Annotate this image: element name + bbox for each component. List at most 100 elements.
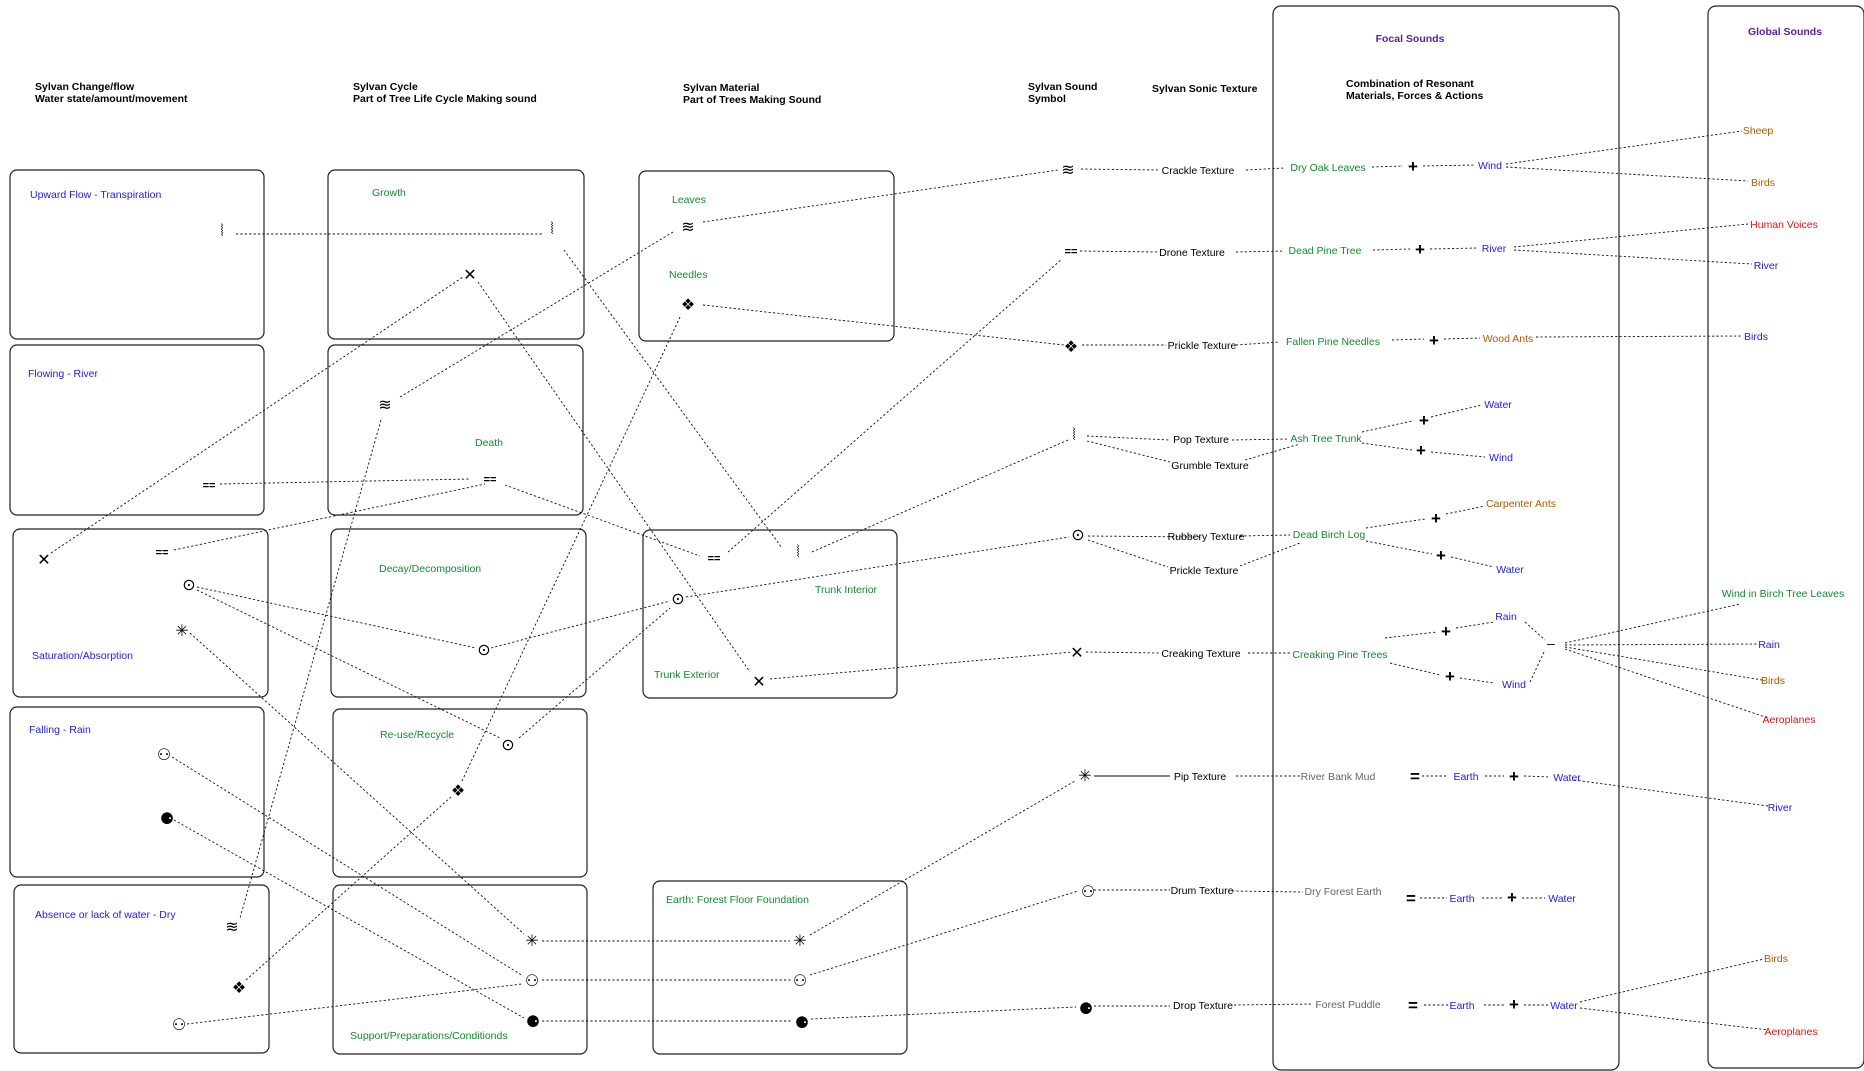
force-labels: Wind River Wood Ants Water Wind Carpente… <box>1449 160 1581 1012</box>
circle-dot-icon: ⊙ <box>1071 527 1084 544</box>
box-upward-flow <box>9 169 265 340</box>
box-trunk <box>642 529 898 699</box>
diamond-icon: ❖ <box>232 980 246 997</box>
force-label: Wood Ants <box>1483 333 1534 345</box>
focal-sound-label: Dry Oak Leaves <box>1290 162 1365 174</box>
force-label: Rain <box>1495 611 1517 623</box>
header-symbol-subtitle: Symbol <box>1028 93 1066 105</box>
texture-label: Pip Texture <box>1174 771 1226 783</box>
material-label: Leaves <box>672 194 706 206</box>
force-label: Earth <box>1449 1000 1474 1012</box>
global-sound-lines <box>1505 130 1769 1031</box>
cycle-stage-label: Death <box>475 437 503 449</box>
circle-dot-icon: ⊙ <box>501 737 514 754</box>
box-dry <box>13 884 270 1054</box>
water-state-boxes <box>9 169 270 1054</box>
force-label: Earth <box>1449 893 1474 905</box>
material-label: Trunk Interior <box>815 584 878 596</box>
texture-label: Grumble Texture <box>1171 460 1249 472</box>
dark-smile-icon: ⚈ <box>160 811 174 828</box>
texture-label: Prickle Texture <box>1170 565 1239 577</box>
equals-icon: = <box>1406 889 1416 908</box>
global-sound-label: Sheep <box>1743 125 1774 137</box>
box-leaves-needles <box>638 170 895 342</box>
smile-icon: ⚇ <box>172 1017 186 1034</box>
cycle-stage-label: Support/Preparations/Conditionds <box>350 1030 508 1042</box>
plus-icon: + <box>1408 157 1418 176</box>
global-sound-label: Rain <box>1758 639 1780 651</box>
squiggle-icon: ⦚ <box>550 221 553 238</box>
plus-icon: + <box>1419 411 1429 430</box>
texture-label: Drop Texture <box>1173 1000 1233 1012</box>
asterisk-icon: ✳ <box>1078 768 1091 785</box>
header-cycle-title: Sylvan Cycle <box>353 81 418 93</box>
plus-icon: + <box>1431 509 1441 528</box>
material-label: Needles <box>669 269 708 281</box>
force-label: Water <box>1496 564 1524 576</box>
diamond-icon: ❖ <box>1064 339 1078 356</box>
header-combo-subtitle: Materials, Forces & Actions <box>1346 90 1483 102</box>
box-reuse <box>332 708 588 878</box>
focal-sound-label: Dry Forest Earth <box>1304 886 1381 898</box>
texture-label: Drum Texture <box>1171 885 1234 897</box>
material-label: Earth: Forest Floor Foundation <box>666 894 809 906</box>
focal-sound-label: Dead Pine Tree <box>1289 245 1362 257</box>
squiggle-icon: ⦚ <box>796 544 799 561</box>
focal-sound-labels: Dry Oak Leaves Dead Pine Tree Fallen Pin… <box>1286 162 1388 1011</box>
water-state-label: Absence or lack of water - Dry <box>35 909 176 921</box>
global-sound-label: Aeroplanes <box>1762 714 1815 726</box>
cycle-stage-label: Decay/Decomposition <box>379 563 481 575</box>
branch-dash-icon: – <box>1547 635 1555 651</box>
focal-sounds-panel <box>1272 5 1620 1071</box>
texture-connection-lines <box>1079 167 1314 1007</box>
global-sound-label: Birds <box>1764 953 1788 965</box>
material-boxes <box>638 170 908 1055</box>
cycle-stage-label: Growth <box>372 187 406 199</box>
smile-icon: ⚇ <box>793 973 807 990</box>
plus-icon: + <box>1509 995 1519 1014</box>
box-earth <box>652 880 908 1055</box>
cross-icon: ✕ <box>463 267 476 284</box>
force-label: Water <box>1484 399 1512 411</box>
header-texture-title: Sylvan Sonic Texture <box>1152 83 1258 95</box>
focal-sound-label: Ash Tree Trunk <box>1290 433 1362 445</box>
focal-sound-label: Dead Birch Log <box>1293 529 1366 541</box>
texture-label: Prickle Texture <box>1168 340 1237 352</box>
cross-icon: ✕ <box>752 674 765 691</box>
global-sound-label: River <box>1754 260 1779 272</box>
global-sounds-panel <box>1707 5 1864 1069</box>
header-combo-title: Combination of Resonant <box>1346 78 1474 90</box>
equals-icon: = <box>1408 996 1418 1015</box>
header-focal-sounds: Focal Sounds <box>1376 33 1445 45</box>
plus-icon: + <box>1445 667 1455 686</box>
double-dash-icon: == <box>1065 246 1078 258</box>
header-global-sounds: Global Sounds <box>1748 26 1822 38</box>
header-change-title: Sylvan Change/flow <box>35 81 135 93</box>
waves-icon: ≋ <box>1061 162 1074 179</box>
texture-label: Crackle Texture <box>1162 165 1235 177</box>
cycle-stage-label: Re-use/Recycle <box>380 729 454 741</box>
force-label: Wind <box>1478 160 1502 172</box>
water-state-label: Falling - Rain <box>29 724 91 736</box>
double-dash-icon: == <box>484 474 497 486</box>
force-label: Carpenter Ants <box>1486 498 1556 510</box>
diamond-icon: ❖ <box>451 783 465 800</box>
dark-smile-icon: ⚈ <box>795 1015 809 1032</box>
plus-icon: + <box>1429 331 1439 350</box>
force-label: River <box>1482 243 1507 255</box>
texture-label: Creaking Texture <box>1161 648 1240 660</box>
plus-icon: + <box>1416 441 1426 460</box>
box-decay <box>330 528 587 698</box>
cross-icon: ✕ <box>37 552 50 569</box>
focal-sound-label: Fallen Pine Needles <box>1286 336 1380 348</box>
focal-sound-label: Creaking Pine Trees <box>1292 649 1387 661</box>
asterisk-icon: ✳ <box>175 623 188 640</box>
smile-icon: ⚇ <box>157 747 171 764</box>
water-state-label: Saturation/Absorption <box>32 650 133 662</box>
box-support <box>332 884 588 1055</box>
global-sound-labels: Sheep Birds Human Voices River Birds Win… <box>1722 125 1845 1038</box>
water-state-labels: Upward Flow - Transpiration Flowing - Ri… <box>28 189 176 921</box>
plus-icon: + <box>1436 546 1446 565</box>
focal-sound-label: Forest Puddle <box>1315 999 1381 1011</box>
